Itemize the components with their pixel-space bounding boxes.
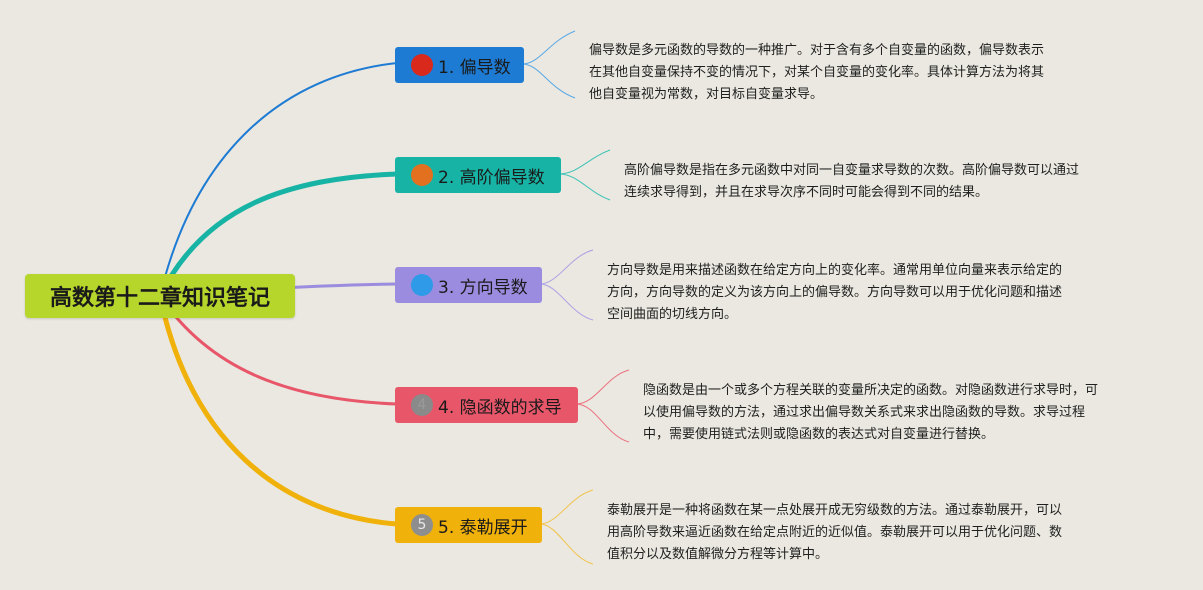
topic-node-directional-derivative[interactable]: 3 3. 方向导数 <box>395 267 542 303</box>
description-line: 隐函数是由一个或多个方程关联的变量所决定的函数。对隐函数进行求导时，可 <box>643 383 1099 398</box>
root-topic[interactable]: 高数第十二章知识笔记 <box>25 274 295 318</box>
topic-description-5[interactable]: 泰勒展开是一种将函数在某一点处展开成无穷级数的方法。通过泰勒展开，可以 用高阶导… <box>607 500 1107 566</box>
branch-1 <box>159 62 398 297</box>
brace-1 <box>521 30 576 99</box>
branch-2 <box>157 171 398 298</box>
description-line: 值积分以及数值解微分方程等计算中。 <box>607 547 829 562</box>
description-line: 用高阶导数来逼近函数在给定点附近的近似值。泰勒展开可以用于优化问题、数 <box>607 525 1063 540</box>
description-line: 在其他自变量保持不变的情况下，对某个自变量的变化率。具体计算方法为将其 <box>589 65 1045 80</box>
description-line: 方向导数是用来描述函数在给定方向上的变化率。通常用单位向量来表示给定的 <box>607 263 1063 278</box>
description-line: 中，需要使用链式法则或隐函数的表达式对自变量进行替换。 <box>643 427 995 442</box>
topic-node-higher-order-partial[interactable]: 2 2. 高阶偏导数 <box>395 157 561 193</box>
priority-2-icon: 2 <box>411 164 433 186</box>
priority-1-icon: 1 <box>411 54 433 76</box>
description-line: 方向，方向导数的定义为该方向上的偏导数。方向导数可以用于优化问题和描述 <box>607 285 1063 300</box>
topic-description-1[interactable]: 偏导数是多元函数的导数的一种推广。对于含有多个自变量的函数，偏导数表示 在其他自… <box>589 40 1089 106</box>
topic-description-4[interactable]: 隐函数是由一个或多个方程关联的变量所决定的函数。对隐函数进行求导时，可 以使用偏… <box>643 380 1143 446</box>
topic-label: 1. 偏导数 <box>438 57 511 78</box>
brace-5 <box>539 489 594 565</box>
branch-4 <box>158 295 398 406</box>
topic-node-implicit-function[interactable]: 4 4. 隐函数的求导 <box>395 387 578 423</box>
topic-node-partial-derivative[interactable]: 1 1. 偏导数 <box>395 47 524 83</box>
description-line: 高阶偏导数是指在多元函数中对同一自变量求导数的次数。高阶偏导数可以通过 <box>624 163 1080 178</box>
description-line: 空间曲面的切线方向。 <box>607 307 738 322</box>
brace-4 <box>575 369 630 443</box>
priority-3-icon: 3 <box>411 274 433 296</box>
topic-label: 3. 方向导数 <box>438 277 528 298</box>
priority-4-icon: 4 <box>411 394 433 416</box>
topic-description-2[interactable]: 高阶偏导数是指在多元函数中对同一自变量求导数的次数。高阶偏导数可以通过 连续求导… <box>624 160 1124 204</box>
topic-label: 4. 隐函数的求导 <box>438 397 562 418</box>
description-line: 他自变量视为常数，对目标自变量求导。 <box>589 87 824 102</box>
topic-label: 5. 泰勒展开 <box>438 517 528 538</box>
priority-5-icon: 5 <box>411 514 433 536</box>
branch-5 <box>157 295 398 527</box>
root-title: 高数第十二章知识笔记 <box>49 286 270 311</box>
brace-3 <box>539 249 594 321</box>
topic-label: 2. 高阶偏导数 <box>438 167 545 188</box>
description-line: 以使用偏导数的方法，通过求出偏导数关系式来求出隐函数的导数。求导过程 <box>643 405 1086 420</box>
description-line: 偏导数是多元函数的导数的一种推广。对于含有多个自变量的函数，偏导数表示 <box>589 43 1045 58</box>
description-line: 泰勒展开是一种将函数在某一点处展开成无穷级数的方法。通过泰勒展开，可以 <box>607 503 1063 518</box>
brace-2 <box>558 149 611 201</box>
topic-node-taylor-expansion[interactable]: 5 5. 泰勒展开 <box>395 507 542 543</box>
topic-description-3[interactable]: 方向导数是用来描述函数在给定方向上的变化率。通常用单位向量来表示给定的 方向，方… <box>607 260 1107 326</box>
description-line: 连续求导得到，并且在求导次序不同时可能会得到不同的结果。 <box>624 185 989 200</box>
